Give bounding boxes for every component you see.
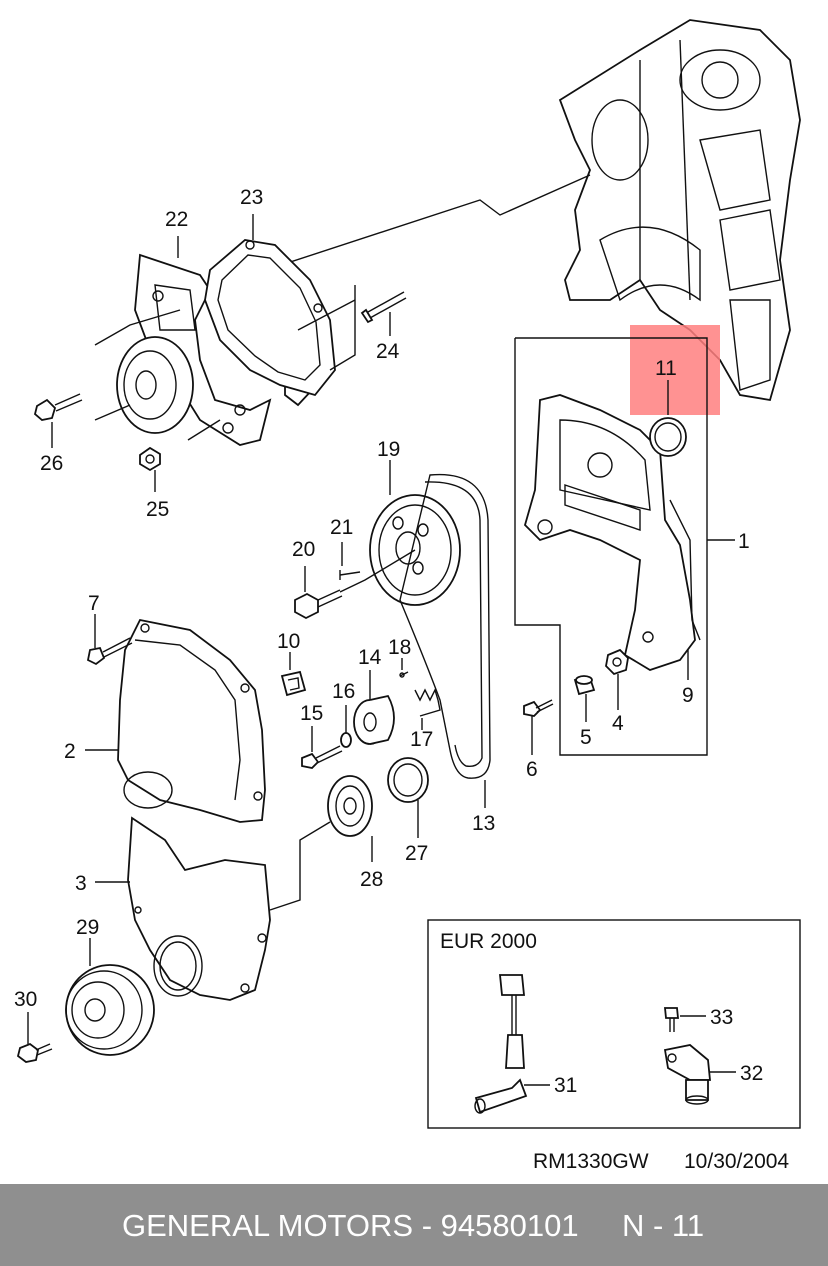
callout-33: 33	[710, 1006, 733, 1029]
crank-pulley	[65, 964, 155, 1056]
crank-sprocket	[327, 775, 373, 837]
callout-20: 20	[292, 538, 315, 561]
callout-11: 11	[655, 357, 677, 380]
bolt-26	[33, 393, 83, 421]
callout-2: 2	[64, 740, 76, 763]
callout-31: 31	[554, 1074, 577, 1097]
callout-27: 27	[405, 842, 428, 865]
callout-3: 3	[75, 872, 87, 895]
callout-10: 10	[277, 630, 300, 653]
upper-front-cover	[117, 618, 266, 823]
callout-1: 1	[738, 530, 750, 553]
callout-7: 7	[88, 592, 100, 615]
callout-22: 22	[165, 208, 188, 231]
nut-25	[139, 446, 161, 472]
callout-29: 29	[76, 916, 99, 939]
seal-27	[387, 757, 429, 803]
tensioner	[353, 694, 395, 745]
lower-front-cover	[127, 816, 271, 1001]
rear-cover-plate	[523, 394, 696, 671]
sensor-31	[474, 974, 528, 1114]
inset-title: EUR 2000	[440, 930, 537, 953]
callout-15: 15	[300, 702, 323, 725]
callout-18: 18	[388, 636, 411, 659]
spring-17	[414, 688, 441, 717]
bolt-20	[294, 589, 343, 620]
callout-25: 25	[146, 498, 169, 521]
pump-sprocket	[116, 336, 194, 434]
footer-bar: GENERAL MOTORS - 94580101 N - 11	[0, 1184, 828, 1266]
callout-19: 19	[377, 438, 400, 461]
callout-13: 13	[472, 812, 495, 835]
bolt-33	[664, 1007, 679, 1032]
page-number: N - 11	[622, 1208, 705, 1243]
callout-9: 9	[682, 684, 694, 707]
callout-28: 28	[360, 868, 383, 891]
bolt-30	[16, 1042, 53, 1063]
callout-16: 16	[332, 680, 355, 703]
callout-23: 23	[240, 186, 263, 209]
callout-21: 21	[330, 516, 353, 539]
callout-14: 14	[358, 646, 382, 669]
bolt-7	[86, 637, 133, 666]
bolt-6	[523, 699, 554, 717]
callout-32: 32	[740, 1062, 763, 1085]
callout-6: 6	[526, 758, 538, 781]
callout-24: 24	[376, 340, 400, 363]
drawing-ref: RM1330GW	[533, 1150, 649, 1173]
stud-24	[360, 291, 407, 324]
bolt-15	[301, 745, 343, 769]
sensor-32	[663, 1044, 711, 1105]
inset-box	[427, 919, 801, 1129]
spacer-5	[573, 675, 596, 696]
callout-30: 30	[14, 988, 37, 1011]
callout-26: 26	[40, 452, 63, 475]
nut-4	[605, 648, 629, 676]
parts-diagram: 1 2 3 4 5 6 7 9 10 11 13 14 15 16 17 18 …	[14, 19, 801, 1173]
timing-belt	[399, 473, 491, 779]
drawing-date: 10/30/2004	[684, 1150, 789, 1173]
footer-title: GENERAL MOTORS - 94580101	[122, 1208, 579, 1243]
pump-gasket	[204, 239, 336, 397]
callout-17: 17	[410, 728, 433, 751]
callout-4: 4	[612, 712, 624, 735]
callout-5: 5	[580, 726, 592, 749]
clip-10	[280, 670, 307, 697]
highlight-box	[630, 325, 720, 415]
